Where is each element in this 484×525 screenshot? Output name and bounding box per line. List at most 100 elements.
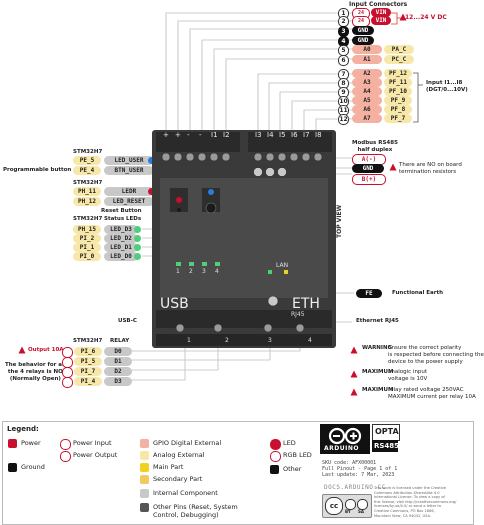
chip-label: STM32H7 bbox=[73, 216, 103, 222]
legend-label: GPIO Digital External bbox=[153, 439, 222, 447]
legend-label: Internal Component bbox=[153, 489, 218, 497]
voltage-range-label: 12...24 V DC bbox=[405, 14, 447, 21]
license-text: This work is licensed under the Creative… bbox=[374, 486, 457, 518]
terminal-label: I7 bbox=[303, 131, 310, 139]
legend-swatch bbox=[140, 503, 149, 512]
rj45-label: RJ45 bbox=[291, 311, 305, 318]
sa-label: SA bbox=[358, 509, 364, 514]
port-pin-label: PH_11 bbox=[73, 187, 101, 196]
port-pin-label: PE_5 bbox=[73, 156, 101, 165]
pin-number: 12 bbox=[338, 114, 349, 125]
warning-icon bbox=[399, 13, 407, 21]
legend-label: RGB LED bbox=[283, 451, 312, 459]
analog-pin-label: A6 bbox=[352, 105, 382, 114]
led-icon bbox=[134, 226, 141, 233]
sa-icon bbox=[357, 499, 368, 510]
variant-name: RS485 bbox=[374, 442, 400, 450]
relay-signal-label: D3 bbox=[104, 377, 132, 386]
arduino-logo: ARDUINO bbox=[320, 424, 370, 454]
port-pin-label: PI_2 bbox=[73, 234, 101, 243]
terminal-label: I8 bbox=[315, 131, 322, 139]
terminal-label: I1 bbox=[211, 131, 218, 139]
legend-label: Main Part bbox=[153, 463, 184, 471]
port-pin-label: PI_1 bbox=[73, 243, 101, 252]
relay-number: 3 bbox=[268, 337, 272, 344]
legend-label: Analog External bbox=[153, 451, 205, 459]
power-pin-label: VIN bbox=[371, 16, 391, 25]
variant-badge: RS485 bbox=[372, 440, 400, 452]
eth-label: ETH bbox=[292, 296, 320, 312]
signal-label: LED_D1 bbox=[104, 243, 138, 252]
led-number: 2 bbox=[189, 268, 193, 275]
usb-label: USB bbox=[160, 296, 189, 312]
docs-link[interactable]: DOCS.ARDUINO.CC bbox=[324, 484, 386, 491]
input-connectors-label: Input Connectors bbox=[349, 1, 408, 8]
port-pin-label: PI_4 bbox=[74, 377, 102, 386]
led-icon bbox=[134, 235, 141, 242]
legend-label: Power Output bbox=[73, 451, 118, 459]
relay-number: 2 bbox=[225, 337, 229, 344]
analog-pin-label: A1 bbox=[352, 55, 382, 64]
relay-signal-label: D2 bbox=[104, 367, 132, 376]
pinout-page: Full Pinout - Page 1 of 1 bbox=[322, 466, 398, 472]
product-badge: OPTA bbox=[372, 424, 400, 441]
fe-pin-label: FE bbox=[356, 289, 382, 298]
warning-keyword: WARNING bbox=[362, 345, 393, 351]
terminal-label: I5 bbox=[279, 131, 286, 139]
cc-license-badge: cc BY SA bbox=[322, 494, 372, 518]
modbus-pin-gnd: GND bbox=[352, 164, 384, 173]
chip-label: STM32H7 bbox=[73, 180, 103, 186]
port-pin-label: PH_15 bbox=[73, 225, 101, 234]
legend-label: Secondary Part bbox=[153, 475, 203, 483]
lan-label: LAN bbox=[276, 262, 289, 269]
warning-text: Ensure the correct polarity is respected… bbox=[388, 345, 484, 365]
legend-swatch bbox=[60, 439, 71, 450]
terminal-label: I6 bbox=[291, 131, 298, 139]
port-pin-label: PI_5 bbox=[74, 357, 102, 366]
signal-label: LED_D2 bbox=[104, 234, 138, 243]
port-pin-label: PF_9 bbox=[384, 96, 412, 105]
legend-label: Power Input bbox=[73, 439, 112, 447]
usb-c-label: USB-C bbox=[118, 318, 137, 324]
led-number: 3 bbox=[202, 268, 206, 275]
led-icon bbox=[148, 188, 155, 195]
by-icon bbox=[345, 499, 356, 510]
analog-pin-label: A0 bbox=[352, 45, 382, 54]
warning-text: relay rated voltage 250VAC MAXIMUM curre… bbox=[388, 387, 476, 400]
analog-pin-label: A5 bbox=[352, 96, 382, 105]
analog-pin-label: A4 bbox=[352, 87, 382, 96]
chip-label: STM32H7 bbox=[73, 149, 103, 155]
legend-swatch bbox=[8, 439, 17, 448]
port-pin-label: PF_11 bbox=[384, 78, 412, 87]
output-current-label: Output 10A bbox=[28, 347, 64, 353]
opta-board bbox=[152, 130, 336, 348]
warning-icon bbox=[350, 388, 358, 396]
port-pin-label: PH_12 bbox=[73, 197, 101, 206]
modbus-pin-b: B(+) bbox=[352, 174, 386, 185]
power-pin-label: VIN bbox=[371, 8, 391, 17]
product-name: OPTA bbox=[375, 427, 399, 436]
status-leds-title: Status LEDs bbox=[104, 216, 142, 222]
port-pin-label: PA_C bbox=[384, 45, 414, 54]
legend-label: Power bbox=[21, 439, 41, 447]
led-number: 1 bbox=[176, 268, 180, 275]
legend-swatch bbox=[270, 451, 281, 462]
port-pin-label: PI_7 bbox=[74, 367, 102, 376]
port-pin-label: PI_0 bbox=[73, 252, 101, 261]
led-icon bbox=[134, 244, 141, 251]
warning-icon bbox=[18, 346, 26, 354]
legend-swatch bbox=[140, 489, 149, 498]
relay-number: 4 bbox=[308, 337, 312, 344]
power-output-icon bbox=[62, 377, 73, 388]
legend-title: Legend: bbox=[7, 425, 39, 433]
legend-swatch bbox=[270, 465, 279, 474]
terminal-label: - bbox=[199, 131, 202, 139]
led-icon bbox=[148, 157, 155, 164]
inputs-group-label: Input I1...I8 (DGT/0...10V) bbox=[426, 80, 468, 93]
legend-swatch bbox=[8, 463, 17, 472]
port-pin-label: PC_C bbox=[384, 55, 414, 64]
relay-number: 1 bbox=[187, 337, 191, 344]
ethernet-label: Ethernet RJ45 bbox=[356, 318, 399, 324]
relay-signal-label: D0 bbox=[104, 347, 132, 356]
legend-label: Other bbox=[283, 465, 302, 473]
